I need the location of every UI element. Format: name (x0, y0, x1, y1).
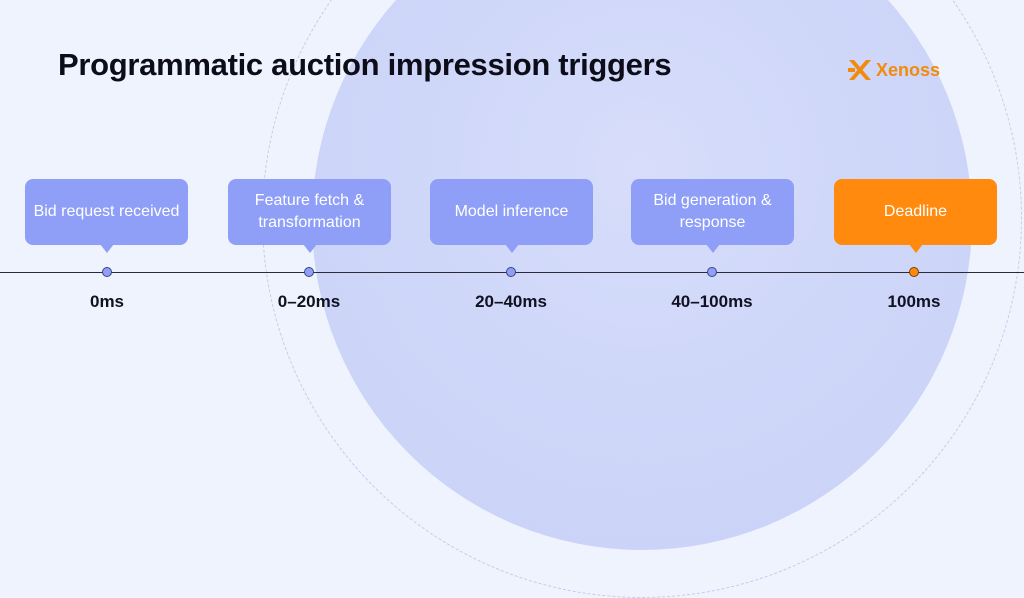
stage-card-bid-request: Bid request received (25, 179, 188, 253)
timeline-marker-deadline (909, 267, 919, 277)
xenoss-logo: Xenoss (846, 55, 940, 85)
page-title: Programmatic auction impression triggers (58, 47, 672, 82)
timeline-marker (102, 267, 112, 277)
timeline-marker (304, 267, 314, 277)
stage-label: Deadline (883, 203, 948, 220)
time-label: 100ms (887, 292, 941, 311)
timeline-marker (707, 267, 717, 277)
stage-label: Feature fetch & transformation (254, 192, 365, 231)
stage-label: Bid request received (33, 203, 180, 220)
stage-card-feature-fetch: Feature fetch & transformation (228, 179, 391, 253)
time-label: 20–40ms (475, 292, 547, 311)
logo-text: Xenoss (876, 59, 941, 80)
time-label: 40–100ms (671, 292, 753, 311)
stage-label: Bid generation & response (653, 192, 772, 231)
stage-card-model-inference: Model inference (430, 179, 593, 253)
xenoss-x-logo-icon (848, 60, 871, 80)
time-label: 0–20ms (277, 292, 341, 311)
stage-card-bid-generation: Bid generation & response (631, 179, 794, 253)
timeline-marker (506, 267, 516, 277)
stage-label: Model inference (454, 203, 569, 220)
stage-card-deadline: Deadline (834, 179, 997, 253)
time-label: 0ms (89, 292, 125, 311)
